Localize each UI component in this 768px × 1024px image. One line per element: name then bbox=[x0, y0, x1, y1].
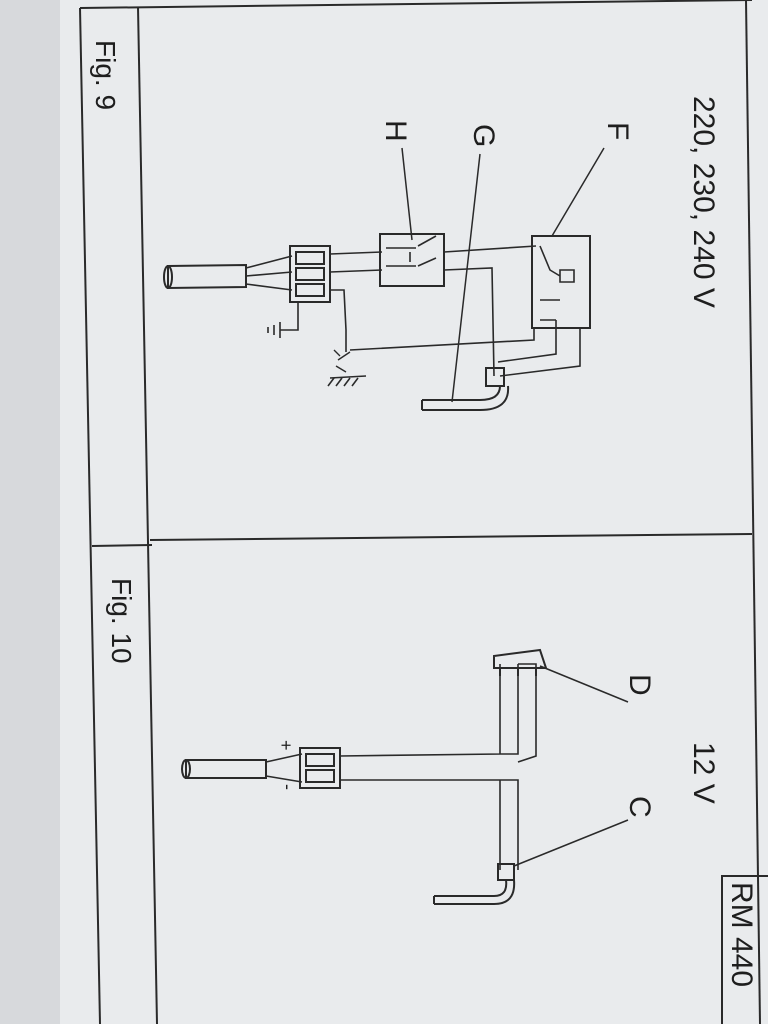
fig9-ground-symbol bbox=[267, 302, 299, 338]
fig9-element-joint bbox=[485, 367, 505, 387]
fig9-cable-wires bbox=[245, 255, 293, 291]
fig9-ground-screw bbox=[333, 349, 351, 373]
fig9-heating-element-g bbox=[421, 385, 510, 411]
fig10-diagram bbox=[181, 648, 629, 905]
fig9-label-f: F bbox=[601, 122, 634, 140]
fig9-chassis-ground bbox=[327, 330, 367, 387]
fig9-connector-block bbox=[289, 245, 331, 303]
fig9-connector-wires bbox=[329, 251, 383, 331]
fig9-cable-end bbox=[163, 265, 173, 289]
fig9-switch-output-wires bbox=[443, 245, 537, 377]
fig10-supply-wires bbox=[339, 664, 519, 870]
fig10-minus-sign: - bbox=[278, 784, 298, 790]
fig9-mains-cable bbox=[167, 263, 247, 290]
fig10-label-d: D bbox=[623, 674, 656, 696]
fig9-thermostat-wires bbox=[349, 320, 581, 377]
fig10-voltage: 12 V bbox=[687, 742, 720, 804]
fig10-connector-block bbox=[299, 747, 341, 789]
fig10-heating-element-c bbox=[433, 879, 516, 905]
fig10-caption: Fig. 10 bbox=[106, 578, 137, 664]
fig10-cable-wires bbox=[265, 753, 303, 783]
fig10-thermostat-wires bbox=[517, 663, 537, 763]
fig9-label-g: G bbox=[467, 124, 500, 147]
fig10-cable-end bbox=[181, 759, 191, 779]
fig9-voltage: 220, 230, 240 V bbox=[687, 96, 720, 308]
fig10-leader-lines bbox=[513, 665, 629, 867]
text-layer: Fig. 9 220, 230, 240 V F G H Fig. 10 12 … bbox=[90, 40, 720, 818]
fig9-caption: Fig. 9 bbox=[90, 40, 121, 110]
rm440-badge-text: RM 440 bbox=[725, 882, 758, 987]
fig9-label-h: H bbox=[379, 120, 412, 142]
fig9-thermostat-f-box bbox=[531, 235, 591, 329]
figure-frame bbox=[79, 0, 761, 1024]
paper-sheet bbox=[60, 0, 768, 1024]
fig10-label-c: C bbox=[623, 796, 656, 818]
fig10-plus-sign: + bbox=[276, 740, 296, 751]
fig10-dc-cable bbox=[185, 759, 267, 779]
fig9-diagram bbox=[163, 147, 605, 411]
rm440-badge-box-edge bbox=[721, 875, 768, 1024]
fig9-leader-lines bbox=[401, 147, 605, 403]
fig9-thermostat-contacts bbox=[539, 245, 575, 321]
fig9-switch-h-contacts bbox=[386, 235, 437, 267]
